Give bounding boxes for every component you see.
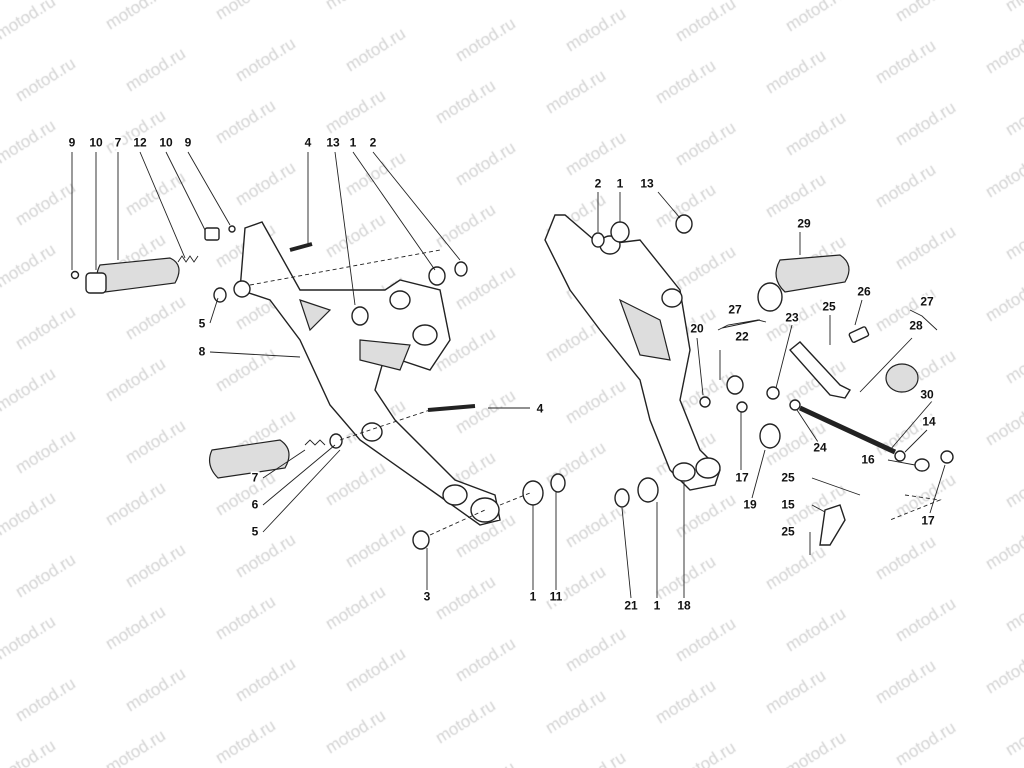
callout: 14 [921,414,937,429]
callout: 21 [623,598,639,613]
left-leader-lines [71,151,557,590]
callout: 7 [113,135,123,150]
callout: 5 [197,316,207,331]
callout: 8 [197,344,207,359]
callout: 25 [821,299,837,314]
callout: 17 [920,513,936,528]
callout: 1 [528,589,538,604]
callout: 4 [303,135,313,150]
callout: 1 [652,598,662,613]
callout: 15 [780,497,796,512]
right-footpeg-and-shifter [591,214,954,546]
callout: 29 [796,216,812,231]
callout: 5 [250,524,260,539]
right-leader-lines [597,191,946,599]
left-footpeg-front [208,280,343,479]
callout: 26 [856,284,872,299]
callout: 12 [132,135,148,150]
callout: 4 [535,401,545,416]
callout: 1 [348,135,358,150]
callout: 2 [593,176,603,191]
callout: 11 [548,589,564,604]
callout: 24 [812,440,828,455]
callout: 27 [727,302,743,317]
callout: 13 [325,135,341,150]
left-footrest-bracket [239,221,501,526]
callout: 7 [250,470,260,485]
callout: 27 [919,294,935,309]
callout: 22 [734,329,750,344]
callout: 2 [368,135,378,150]
callout: 9 [67,135,77,150]
callout: 18 [676,598,692,613]
right-footrest-bracket [544,214,721,491]
callout: 9 [183,135,193,150]
callout: 23 [784,310,800,325]
callout: 28 [908,318,924,333]
callout: 16 [860,452,876,467]
callout: 17 [734,470,750,485]
callout: 25 [780,524,796,539]
callout: 3 [422,589,432,604]
callout: 25 [780,470,796,485]
callout: 20 [689,321,705,336]
left-footpeg-rear [70,225,236,294]
callout: 30 [919,387,935,402]
left-fasteners [249,242,566,550]
callout: 6 [250,497,260,512]
callout: 10 [158,135,174,150]
callout: 10 [88,135,104,150]
callout: 1 [615,176,625,191]
callout: 19 [742,497,758,512]
callout: 13 [639,176,655,191]
